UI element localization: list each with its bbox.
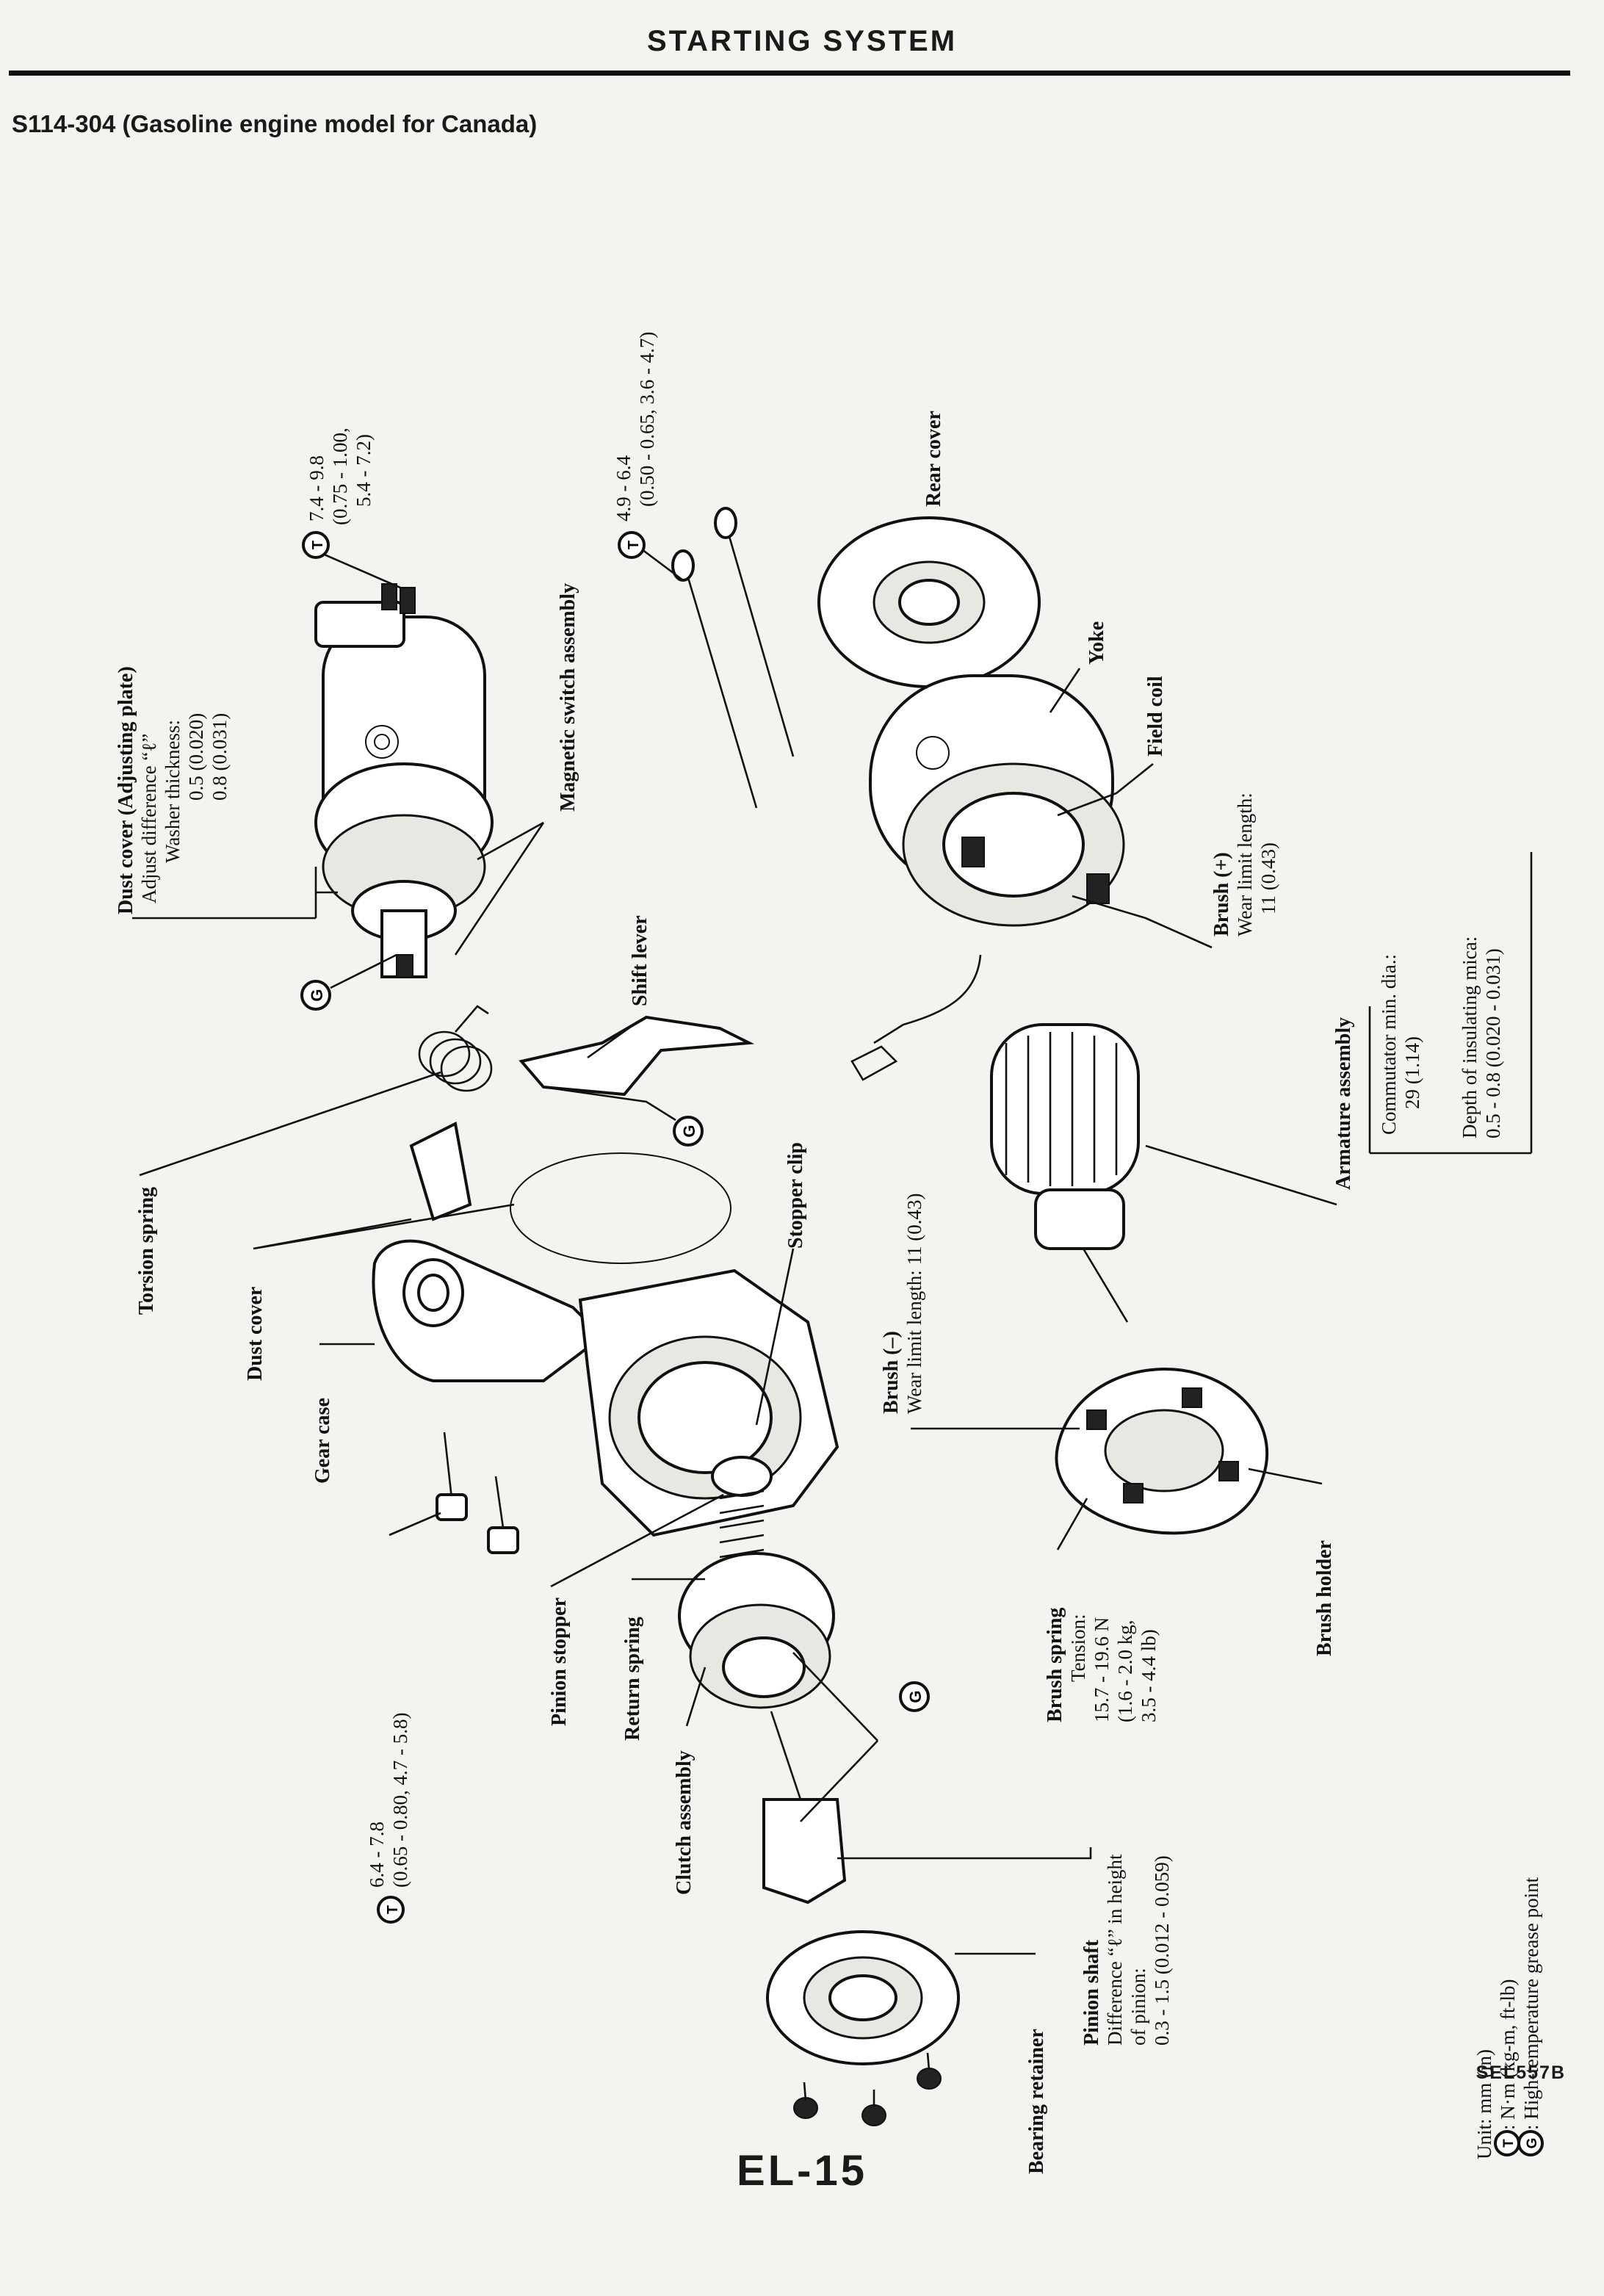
dust-cover-top-label-2: Adjust difference “ℓ” xyxy=(138,734,160,903)
legend-unit: Unit: mm (in) xyxy=(1473,2049,1495,2159)
gear-case-part xyxy=(372,1239,839,1537)
yoke-part xyxy=(850,674,1125,1081)
svg-text:G: G xyxy=(680,1124,698,1137)
torque-bolts-label-2: (0.50 - 0.65, 3.6 - 4.7) xyxy=(636,332,658,507)
torque-switch-label-2: (0.75 - 1.00, xyxy=(329,427,351,525)
yoke-label: Yoke xyxy=(1085,621,1108,665)
commutator-label-1: Commutator min. dia.: xyxy=(1378,954,1400,1135)
brush-spring-label-1: Brush spring xyxy=(1044,1608,1066,1722)
brush-spring-label-5: 3.5 - 4.4 lb) xyxy=(1138,1629,1160,1722)
pinion-shaft-label-4: 0.3 - 1.5 (0.012 - 0.059) xyxy=(1151,1855,1173,2046)
pinion-shaft-label-2: Difference “ℓ” in height xyxy=(1104,1854,1126,2046)
bearing-retainer-label: Bearing retainer xyxy=(1025,2029,1048,2174)
torque-symbol-gearcase: T xyxy=(377,1896,405,1924)
figure-reference-code: SEL557B xyxy=(1475,2062,1566,2083)
torque-gearcase-label-2: (0.65 - 0.80, 4.7 - 5.8) xyxy=(389,1713,411,1888)
commutator-label-2: 29 (1.14) xyxy=(1401,1036,1423,1109)
stopper-clip-label: Stopper clip xyxy=(784,1142,807,1249)
dust-cover-label: Dust cover xyxy=(244,1287,267,1381)
torque-switch-label-1: 7.4 - 9.8 xyxy=(306,455,328,521)
grease-symbol-legend: G xyxy=(1517,2130,1544,2156)
brush-minus-label-2: Wear limit length: 11 (0.43) xyxy=(903,1193,925,1414)
dust-cover-top-label-4: 0.5 (0.020) xyxy=(185,713,207,801)
magnetic-switch-label: Magnetic switch assembly xyxy=(557,583,579,812)
pinion-shaft-label-3: of pinion: xyxy=(1127,1968,1149,2046)
magnetic-switch-assembly-part xyxy=(314,583,494,978)
grease-symbol-shift-lever: G xyxy=(673,1116,704,1147)
grease-symbol-clutch: G xyxy=(899,1681,930,1712)
brush-plus-label-3: 11 (0.43) xyxy=(1257,842,1279,914)
dust-cover-top-label-3: Washer thickness: xyxy=(162,720,184,863)
brush-minus-label-1: Brush (–) xyxy=(880,1331,903,1414)
torque-switch-label-3: 5.4 - 7.2) xyxy=(353,434,375,507)
torque-bolts-label-1: 4.9 - 6.4 xyxy=(613,455,635,521)
brush-plus-label-1: Brush (+) xyxy=(1210,852,1233,936)
armature-label: Armature assembly xyxy=(1332,1017,1355,1190)
brush-spring-label-3: 15.7 - 19.6 N xyxy=(1091,1617,1113,1722)
svg-text:G: G xyxy=(308,989,326,1001)
dust-cover-top-label-5: 0.8 (0.031) xyxy=(209,713,231,801)
clutch-assembly-part xyxy=(678,1456,847,1905)
torque-symbol-bolts: T xyxy=(618,531,646,559)
page-code: EL-15 xyxy=(737,2147,867,2195)
svg-text:G: G xyxy=(906,1690,925,1703)
dust-cover-top-label-1: Dust cover (Adjusting plate) xyxy=(115,666,137,914)
clutch-assembly-label: Clutch assembly xyxy=(673,1750,696,1895)
armature-assembly-part xyxy=(990,1023,1140,1323)
torsion-spring-label: Torsion spring xyxy=(135,1187,158,1315)
model-title: S114-304 (Gasoline engine model for Cana… xyxy=(12,110,538,137)
torque-symbol-switch: T xyxy=(302,531,330,559)
dust-cover-part xyxy=(409,1122,731,1264)
insulating-mica-label-2: 0.5 - 0.8 (0.020 - 0.031) xyxy=(1482,948,1504,1138)
return-spring-label: Return spring xyxy=(621,1617,644,1741)
grease-symbol-switch: G xyxy=(300,980,331,1011)
page-header: STARTING SYSTEM xyxy=(0,0,1604,81)
torque-gearcase-label-1: 6.4 - 7.8 xyxy=(366,1822,388,1888)
brush-holder-label: Brush holder xyxy=(1313,1540,1336,1656)
brush-holder-part xyxy=(1055,1368,1269,1535)
brush-plus-label-2: Wear limit length: xyxy=(1234,793,1256,936)
gear-case-bolts-part xyxy=(436,1432,519,1554)
page-title: STARTING SYSTEM xyxy=(646,25,958,57)
rear-cover-label: Rear cover xyxy=(922,411,945,507)
pinion-shaft-label-1: Pinion shaft xyxy=(1080,1939,1103,2046)
legend-grease: : High-temperature grease point xyxy=(1520,1877,1542,2130)
field-coil-label: Field coil xyxy=(1144,676,1167,757)
svg-text:G: G xyxy=(1525,2138,1540,2149)
svg-text:T: T xyxy=(1501,2139,1517,2148)
rear-cover-part xyxy=(817,516,1041,688)
svg-text:T: T xyxy=(385,1905,401,1914)
torsion-spring-part xyxy=(418,1005,493,1092)
leader-lines xyxy=(132,546,1533,1955)
shift-lever-part xyxy=(519,1015,755,1097)
brush-spring-label-4: (1.6 - 2.0 kg, xyxy=(1114,1620,1136,1722)
svg-text:T: T xyxy=(626,541,642,549)
brush-spring-label-2: Tension: xyxy=(1067,1614,1089,1682)
legend-torque: : N·m (kg-m, ft-lb) xyxy=(1497,1979,1519,2130)
gear-case-label: Gear case xyxy=(311,1398,334,1484)
insulating-mica-label-1: Depth of insulating mica: xyxy=(1459,936,1481,1138)
header-rule xyxy=(9,71,1570,76)
shift-lever-label: Shift lever xyxy=(629,915,651,1006)
svg-text:T: T xyxy=(310,541,326,549)
bearing-retainer-part xyxy=(766,1930,960,2126)
pinion-stopper-label: Pinion stopper xyxy=(548,1598,571,1726)
through-bolts-part xyxy=(671,507,795,809)
